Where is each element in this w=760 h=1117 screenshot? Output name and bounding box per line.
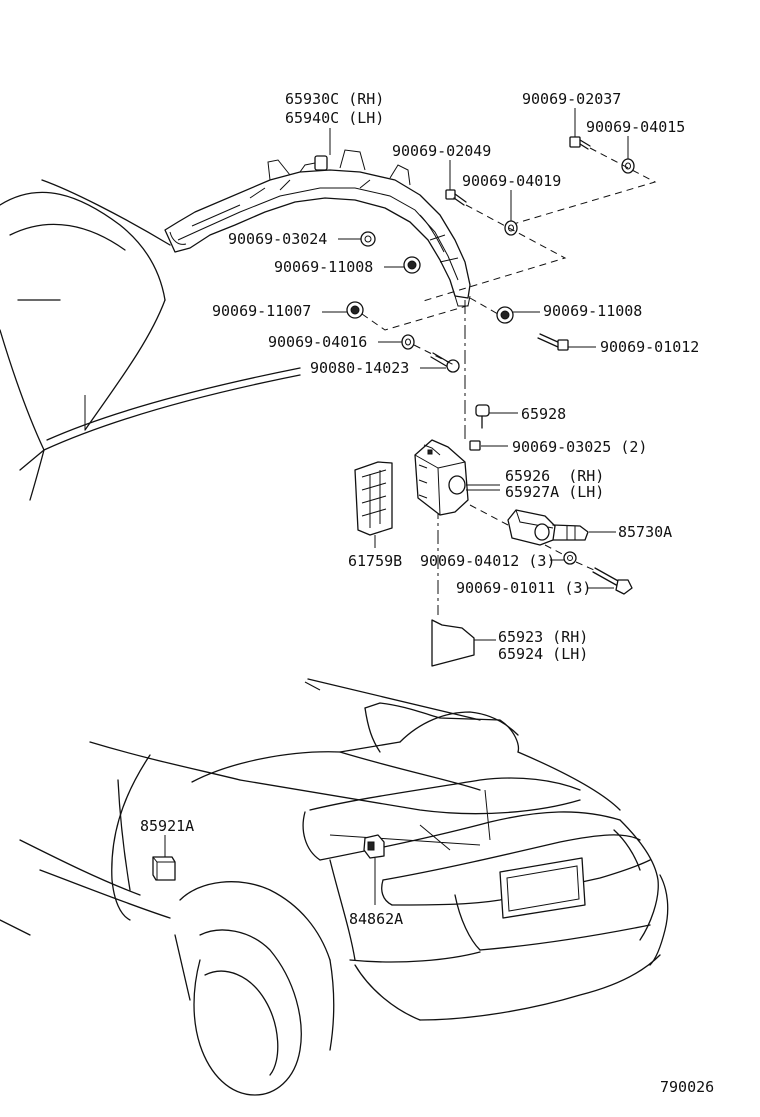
label-90069-01011: 90069-01011 (3): [456, 579, 591, 597]
bolt-02049: [445, 189, 467, 206]
label-90069-04012: 90069-04012 (3): [420, 552, 555, 570]
nut-03025: [469, 440, 481, 451]
label-85730a: 85730A: [618, 523, 672, 541]
label-90069-04015: 90069-04015: [586, 118, 685, 136]
label-90069-03025: 90069-03025 (2): [512, 438, 647, 456]
label-90069-03024: 90069-03024: [228, 230, 327, 248]
nut-04019: [504, 220, 518, 236]
screw-65928: [475, 404, 490, 429]
label-65928: 65928: [521, 405, 566, 423]
label-65926: 65926 (RH): [505, 467, 604, 485]
spoiler-bracket: [164, 149, 471, 307]
label-65940c: 65940C (LH): [285, 109, 384, 127]
dash-line-lamp: [469, 504, 509, 526]
dash-line-e: [413, 344, 455, 366]
dash-line-bolt: [575, 561, 595, 571]
bolt-01011: [592, 567, 633, 595]
cover-65923: [431, 619, 475, 667]
label-61759b: 61759B: [348, 552, 402, 570]
dash-line-a: [509, 147, 657, 226]
label-85921a: 85921A: [140, 817, 194, 835]
label-90069-11008-b: 90069-11008: [543, 302, 642, 320]
label-90069-11007: 90069-11007: [212, 302, 311, 320]
dash-line-d: [469, 297, 499, 315]
relay-85921a: [152, 856, 176, 881]
label-90069-02037: 90069-02037: [522, 90, 621, 108]
dash-line-b: [419, 204, 567, 303]
bolt-14023: [430, 352, 460, 373]
label-90069-02049: 90069-02049: [392, 142, 491, 160]
label-65923: 65923 (RH): [498, 628, 588, 646]
nut-03024: [360, 231, 376, 247]
label-65924: 65924 (LH): [498, 645, 588, 663]
car-rear-body: [0, 678, 669, 1096]
dash-line-nut: [544, 544, 567, 557]
label-90069-01012: 90069-01012: [600, 338, 699, 356]
dash-line-c: [361, 304, 471, 331]
label-diagram-code: 790026: [660, 1078, 714, 1096]
rear-window-outline: [0, 179, 301, 501]
grommet-11007: [346, 301, 364, 319]
nut-04012: [563, 551, 577, 565]
bolt-01012: [537, 333, 569, 351]
label-90080-14023: 90080-14023: [310, 359, 409, 377]
nut-04016: [401, 334, 415, 350]
label-65927a: 65927A (LH): [505, 483, 604, 501]
grommet-11008b: [496, 306, 514, 324]
switch-84862a: [363, 834, 385, 859]
lamp-85730a: [507, 509, 589, 546]
gasket-61759b: [354, 461, 393, 536]
bolt-02037: [569, 136, 591, 150]
label-84862a: 84862A: [349, 910, 403, 928]
grommet-11008a: [403, 256, 421, 274]
label-90069-11008-a: 90069-11008: [274, 258, 373, 276]
label-90069-04019: 90069-04019: [462, 172, 561, 190]
label-65930c: 65930C (RH): [285, 90, 384, 108]
label-90069-04016: 90069-04016: [268, 333, 367, 351]
lamp-bracket-65926: [414, 439, 469, 516]
